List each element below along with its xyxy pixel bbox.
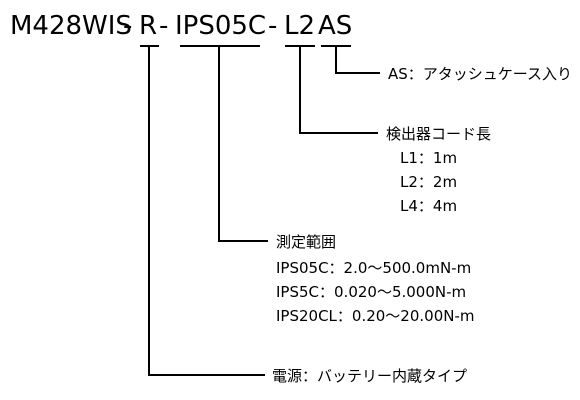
range-item: IPS5C：0.020～5.000N-m bbox=[276, 283, 466, 301]
leader-power bbox=[148, 46, 265, 376]
option-title: AS：アタッシュケース入り bbox=[388, 65, 572, 83]
model-segment-option: AS bbox=[318, 11, 352, 41]
leader-lines bbox=[148, 46, 380, 376]
model-segment-dash-2: - bbox=[159, 11, 168, 41]
model-segment-power: R bbox=[139, 11, 157, 41]
cable-title: 検出器コード長 bbox=[386, 125, 491, 143]
cable-item: L2：2m bbox=[400, 173, 457, 191]
cable-item: L1：1m bbox=[400, 149, 457, 167]
callout-cable: 検出器コード長 L1：1m L2：2m L4：4m bbox=[386, 125, 491, 215]
model-number: M428WIS - R - IPS05C - L2 AS bbox=[10, 11, 352, 41]
range-item: IPS20CL：0.20～20.00N-m bbox=[276, 307, 475, 325]
leader-range bbox=[218, 46, 268, 242]
range-item: IPS05C：2.0～500.0mN-m bbox=[276, 259, 471, 277]
callout-range: 測定範囲 IPS05C：2.0～500.0mN-m IPS5C：0.020～5.… bbox=[276, 233, 475, 325]
model-segment-cable: L2 bbox=[284, 11, 315, 41]
cable-item: L4：4m bbox=[400, 197, 457, 215]
leader-option bbox=[335, 46, 380, 74]
leader-cable bbox=[299, 46, 378, 134]
power-title: 電源：バッテリー内蔵タイプ bbox=[272, 367, 467, 385]
model-segment-dash-3: - bbox=[268, 11, 277, 41]
callout-power: 電源：バッテリー内蔵タイプ bbox=[272, 367, 467, 385]
range-title: 測定範囲 bbox=[276, 233, 336, 251]
model-segment-dash-1: - bbox=[123, 11, 132, 41]
model-segment-base: M428WIS bbox=[10, 11, 132, 41]
model-segment-range: IPS05C bbox=[175, 11, 266, 41]
callout-option: AS：アタッシュケース入り bbox=[388, 65, 572, 83]
